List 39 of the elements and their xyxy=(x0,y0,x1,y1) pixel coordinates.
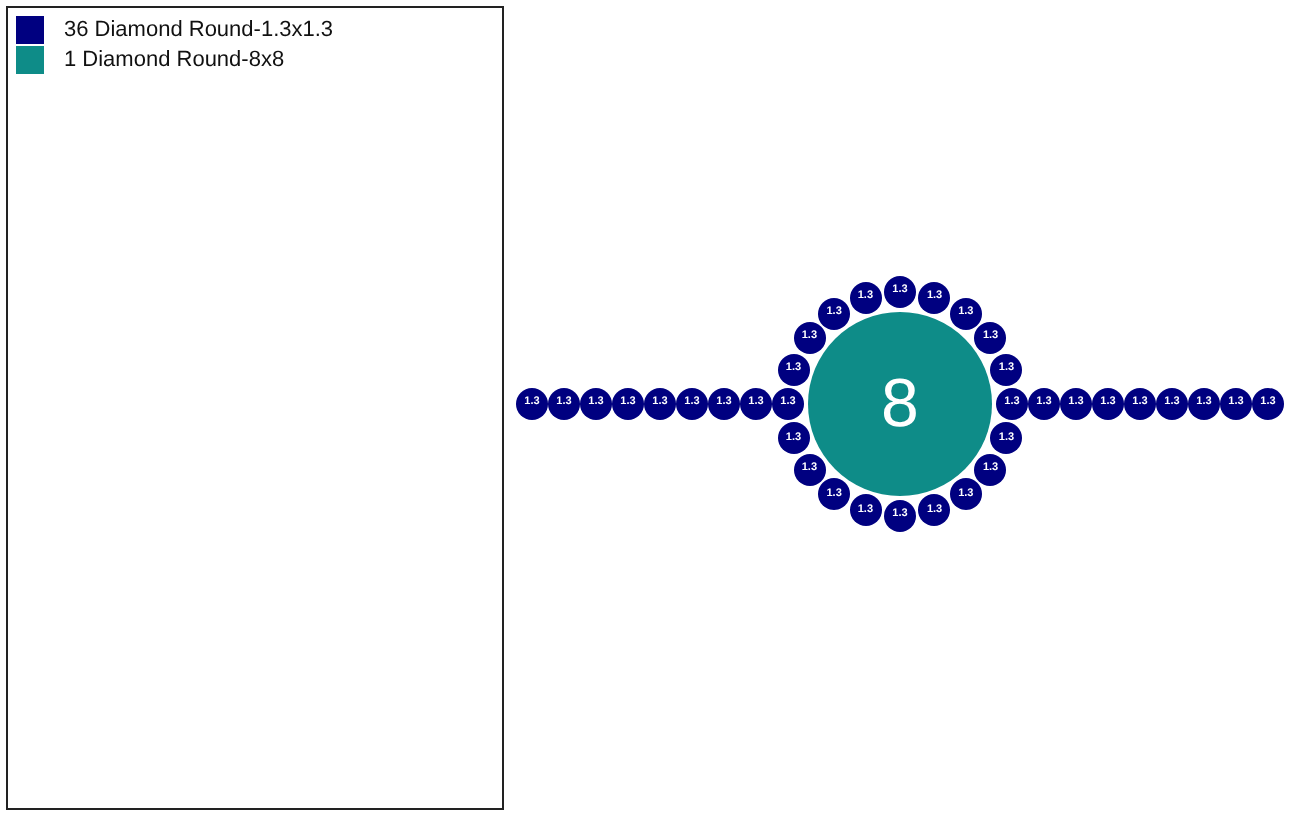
gem-circle xyxy=(1124,388,1156,420)
gem-circle xyxy=(949,478,982,511)
legend-text: 1 Diamond Round-8x8 xyxy=(64,48,285,72)
gem-circle xyxy=(772,388,804,420)
gem-circle xyxy=(849,494,882,527)
gem-circle xyxy=(974,453,1007,486)
gem-circle xyxy=(708,388,740,420)
gem-circle xyxy=(676,388,708,420)
gem-circle xyxy=(580,388,612,420)
gem-circle xyxy=(644,388,676,420)
gem-circle xyxy=(990,422,1023,455)
gem-circle xyxy=(884,500,916,532)
gem-circle xyxy=(777,422,810,455)
gem-circle xyxy=(884,276,916,308)
gem-circle xyxy=(793,322,826,355)
legend-text: 36 Diamond Round-1.3x1.3 xyxy=(64,18,334,42)
gem-circle xyxy=(996,388,1028,420)
gem-circle xyxy=(793,453,826,486)
gem-circle xyxy=(1188,388,1220,420)
gem-circle xyxy=(974,322,1007,355)
gem-circle xyxy=(777,353,810,386)
gem-circle xyxy=(516,388,548,420)
gem-circle xyxy=(1252,388,1284,420)
gem-circle xyxy=(740,388,772,420)
gem-circle xyxy=(849,281,882,314)
gem-circle xyxy=(1060,388,1092,420)
gem-circle xyxy=(949,297,982,330)
gem-circle xyxy=(1156,388,1188,420)
size-label: 8 xyxy=(881,370,919,438)
gem-circle xyxy=(1092,388,1124,420)
gem-circle xyxy=(548,388,580,420)
gem-circle xyxy=(612,388,644,420)
gem-circle xyxy=(918,281,951,314)
gem-circle xyxy=(990,353,1023,386)
gem-circle xyxy=(918,494,951,527)
gem-circle xyxy=(1220,388,1252,420)
gem-circle xyxy=(818,478,851,511)
gem-circle xyxy=(1028,388,1060,420)
gem-circle xyxy=(818,297,851,330)
